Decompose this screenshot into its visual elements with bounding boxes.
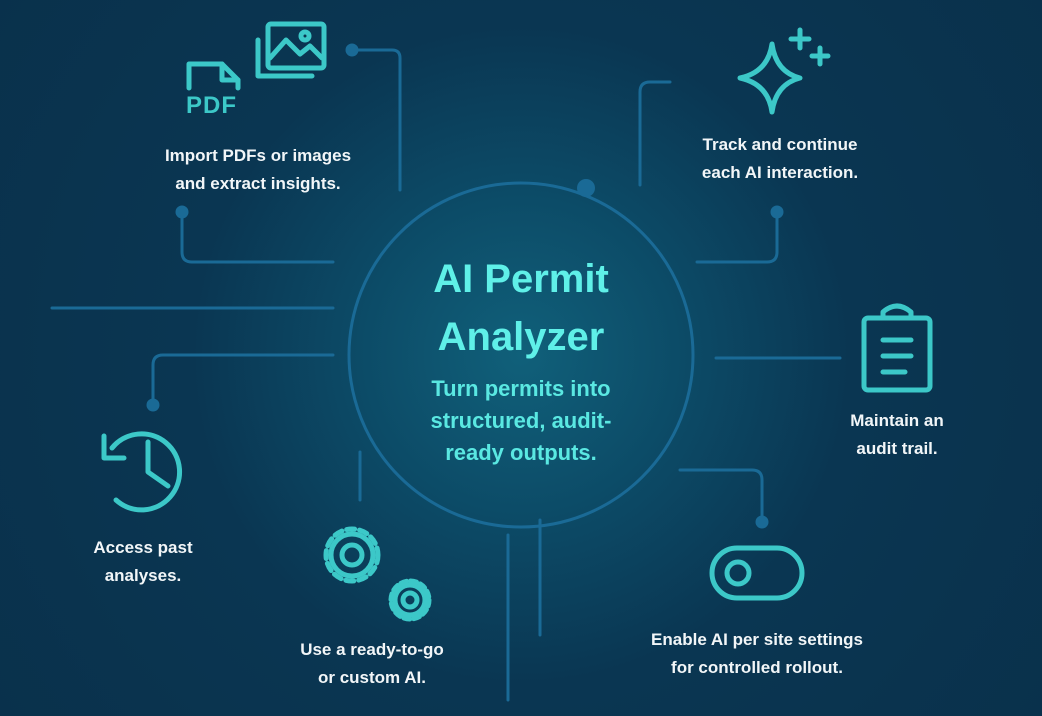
feature-site-settings: Enable AI per site settings for controll… — [651, 626, 863, 682]
pdf-file-icon — [186, 61, 241, 91]
page-title: AI Permit Analyzer — [433, 250, 609, 366]
connector — [350, 48, 402, 192]
connector-dot — [770, 205, 784, 219]
center-ring — [347, 181, 695, 529]
caption-line: Track and continue — [702, 135, 858, 154]
connector — [180, 210, 335, 264]
feature-history: Access past analyses. — [93, 534, 192, 590]
caption-line: Maintain an — [850, 411, 944, 430]
connector — [638, 80, 672, 187]
connector-dot — [755, 515, 769, 529]
gears-icon — [323, 526, 432, 622]
feature-audit: Maintain an audit trail. — [850, 407, 944, 463]
toggle-icon — [709, 545, 805, 601]
connector — [151, 353, 335, 407]
caption-line: Enable AI per site settings — [651, 630, 863, 649]
connector — [678, 468, 764, 524]
caption-line: and extract insights. — [175, 174, 341, 193]
image-icon — [255, 21, 327, 79]
feature-import: Import PDFs or images and extract insigh… — [165, 142, 351, 198]
caption-line: audit trail. — [856, 439, 938, 458]
subtitle: Turn permits into structured, audit- rea… — [431, 373, 612, 469]
pdf-label: PDF — [186, 92, 237, 119]
title-line: Analyzer — [437, 315, 605, 359]
connector-dot — [175, 205, 189, 219]
feature-track: Track and continue each AI interaction. — [702, 131, 858, 187]
caption-line: or custom AI. — [318, 668, 426, 687]
ring-dot — [577, 179, 595, 197]
connector — [695, 210, 779, 264]
caption-line: Use a ready-to-go — [300, 640, 444, 659]
caption-line: Import PDFs or images — [164, 146, 352, 165]
caption-line: Access past — [93, 538, 193, 557]
feature-custom-ai: Use a ready-to-go or custom AI. — [300, 636, 444, 692]
connector-dot — [345, 43, 359, 57]
connector-dot — [146, 398, 160, 412]
caption-line: for controlled rollout. — [671, 658, 843, 677]
subtitle-line: ready outputs. — [445, 440, 597, 465]
clipboard-icon — [861, 303, 933, 393]
subtitle-line: Turn permits into — [431, 376, 611, 401]
caption-line: analyses. — [104, 566, 182, 585]
title-line: AI Permit — [433, 257, 609, 301]
caption-line: each AI interaction. — [701, 163, 859, 182]
subtitle-line: structured, audit- — [430, 408, 612, 433]
sparkle-icon — [737, 27, 831, 115]
history-icon — [101, 431, 182, 513]
